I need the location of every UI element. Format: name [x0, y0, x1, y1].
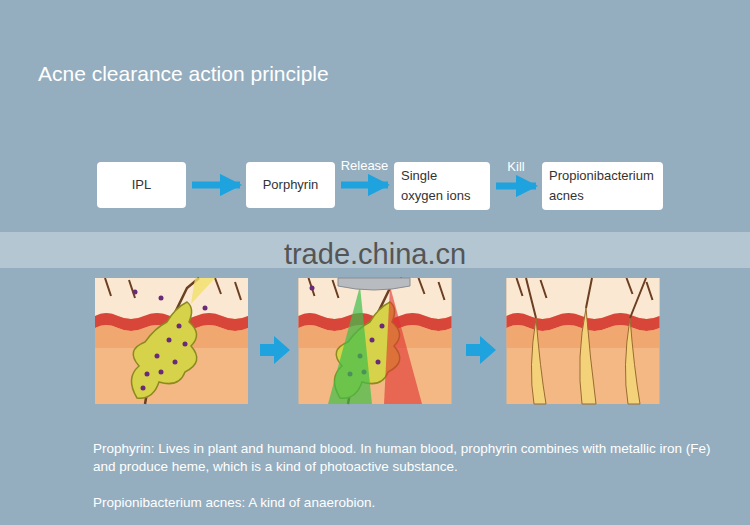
- box-text: Propionibacterium acnes: [549, 166, 649, 206]
- box-text: Single oxygen ions: [401, 166, 481, 206]
- process-box: IPL: [97, 162, 186, 208]
- process-box: Single oxygen ions: [394, 162, 490, 210]
- skin-layers: [507, 278, 660, 404]
- box-text: Porphyrin: [263, 174, 319, 196]
- sebaceous-gland: [131, 302, 196, 398]
- hair-follicles: [531, 308, 640, 404]
- process-box: Propionibacterium acnes: [542, 162, 663, 210]
- flow-arrow: [192, 182, 240, 189]
- flow-arrow: [341, 182, 388, 189]
- skin-ipl: [299, 278, 452, 404]
- note-text: Prophyrin: Lives in plant and humand blo…: [93, 440, 733, 476]
- skin-layers: [299, 278, 452, 404]
- bacteria: [133, 290, 208, 391]
- green-light-beam: [328, 286, 372, 404]
- process-box: Porphyrin: [246, 162, 335, 208]
- hair: [526, 278, 646, 318]
- title: Acne clearance action principle: [38, 62, 329, 86]
- pimple-head: [191, 278, 215, 304]
- watermark: trade.china.cn: [0, 235, 750, 274]
- skin-layers: [95, 278, 248, 404]
- skin-acne: [95, 278, 248, 404]
- step-arrows: [260, 336, 496, 364]
- skin-clear: [507, 278, 660, 404]
- ipl-handpiece: [338, 278, 410, 290]
- edge-label: Kill: [507, 159, 524, 174]
- red-light-beam: [384, 286, 422, 404]
- edge-label: Release: [341, 158, 389, 173]
- note-text: Propionibacterium acnes: A kind of anaer…: [93, 494, 733, 512]
- box-text: IPL: [132, 174, 152, 196]
- flow-arrow: [496, 183, 536, 190]
